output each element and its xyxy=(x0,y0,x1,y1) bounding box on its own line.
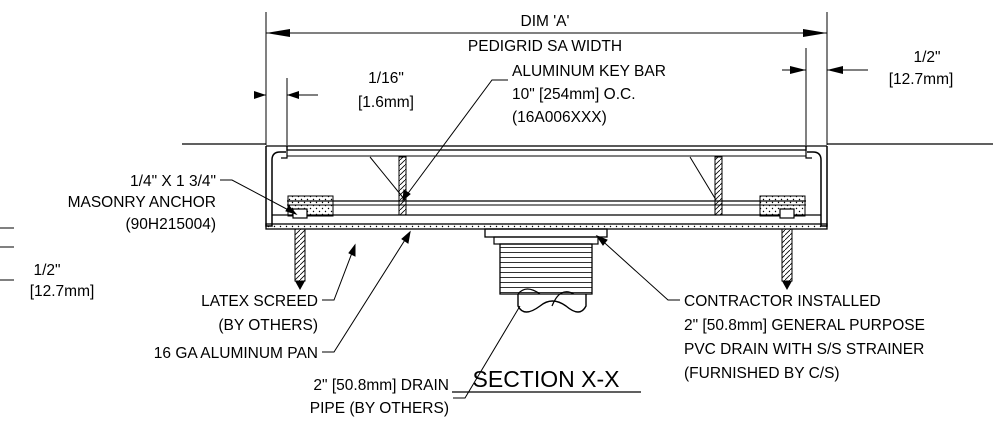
drain-label-line1: CONTRACTOR INSTALLED xyxy=(684,293,881,310)
drain-pipe xyxy=(517,288,587,313)
half-inch-right-sublabel: [12.7mm] xyxy=(889,71,954,88)
latex-screed-label: LATEX SCREED xyxy=(201,293,318,310)
masonry-anchor-right xyxy=(781,228,793,290)
drain-label-line2: 2" [50.8mm] GENERAL PURPOSE xyxy=(684,317,925,334)
dim-a-label: DIM 'A' xyxy=(521,13,570,30)
drain-body xyxy=(484,228,608,295)
grating-assembly xyxy=(265,145,828,230)
dim-a-sublabel: PEDIGRID SA WIDTH xyxy=(468,38,622,55)
key-bar-spacing: 10" [254mm] O.C. xyxy=(512,86,636,103)
drain-pipe-sublabel: PIPE (BY OTHERS) xyxy=(310,400,449,417)
half-inch-left-label: 1/2" xyxy=(33,262,60,279)
sixteenth-sublabel: [1.6mm] xyxy=(358,94,414,111)
sixteenth-label: 1/16" xyxy=(368,70,404,87)
section-title: SECTION X-X xyxy=(473,366,620,392)
drain-label-line4: (FURNISHED BY C/S) xyxy=(684,365,840,382)
anchor-label-part: (90H215004) xyxy=(126,216,216,233)
half-inch-right-label: 1/2" xyxy=(913,49,940,66)
pan-label: 16 GA ALUMINUM PAN xyxy=(154,345,318,362)
half-inch-right-dimension xyxy=(782,48,868,145)
dim-a-dimension xyxy=(265,12,828,145)
anchor-label-name: MASONRY ANCHOR xyxy=(68,194,216,211)
half-inch-left-sublabel: [12.7mm] xyxy=(30,283,95,300)
key-bar-part: (16A006XXX) xyxy=(512,109,607,126)
latex-screed-sublabel: (BY OTHERS) xyxy=(218,317,318,334)
sixteenth-dimension xyxy=(254,78,318,145)
drain-label-line3: PVC DRAIN WITH S/S STRAINER xyxy=(684,341,924,358)
anchor-label-size: 1/4" X 1 3/4" xyxy=(130,173,216,190)
key-bar-label: ALUMINUM KEY BAR xyxy=(512,63,666,80)
drain-pipe-label: 2" [50.8mm] DRAIN xyxy=(313,377,449,394)
masonry-anchor-left xyxy=(294,228,306,290)
leader-lines xyxy=(0,79,680,399)
